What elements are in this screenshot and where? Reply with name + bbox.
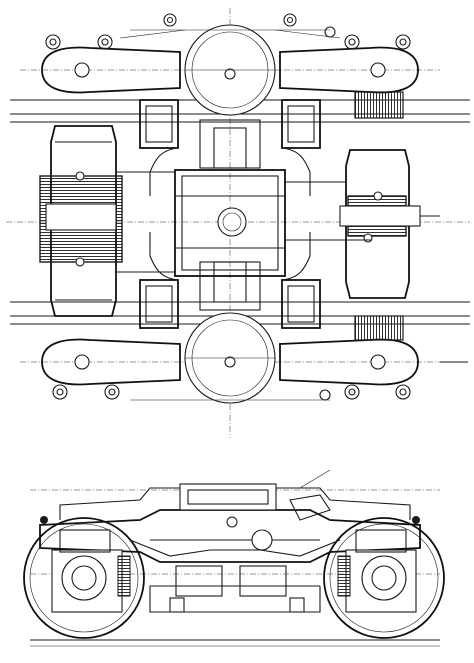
air-spring-left (39, 125, 123, 317)
axlebox-left (51, 529, 131, 613)
side-linkage (40, 469, 420, 613)
bolt-rings (45, 13, 411, 401)
bogie-frame-side (39, 483, 421, 613)
axle-arm-top (41, 46, 419, 94)
side-elevation (23, 469, 445, 647)
plan-view (6, 8, 470, 438)
air-spring-right (339, 91, 440, 341)
pipe-linkage (116, 29, 468, 401)
axle-arm-bottom (41, 338, 419, 386)
brake-disc-bottom (184, 312, 276, 404)
bolster-centre (174, 169, 286, 277)
axlebox-right (337, 529, 417, 613)
brake-disc-top (184, 24, 276, 116)
motor-blocks (139, 99, 321, 329)
